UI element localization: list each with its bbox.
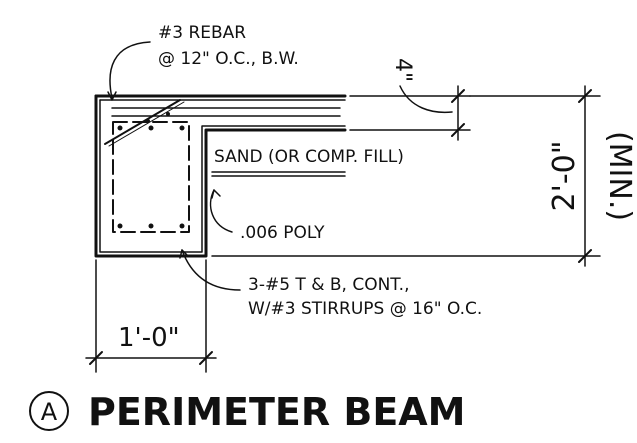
- rebar-label-line1: #3 REBAR: [158, 23, 246, 43]
- slab-thickness-label: 4": [390, 58, 415, 82]
- beam-depth-label: 2'-0": [547, 140, 582, 211]
- sand-fill-lines: [211, 171, 346, 177]
- beam-rebar-label-line1: 3-#5 T & B, CONT.,: [248, 275, 409, 295]
- rebar-label-line2: @ 12" O.C., B.W.: [158, 49, 299, 69]
- beam-width-label: 1'-0": [118, 323, 180, 353]
- detail-marker-circle: [29, 391, 69, 431]
- concrete-section: [94, 94, 347, 258]
- stirrup: [112, 121, 190, 233]
- slab-thickness-dimension: [349, 85, 471, 141]
- min-label: (MIN.): [602, 131, 637, 221]
- detail-title-text: PERIMETER BEAM: [88, 390, 466, 434]
- detail-marker-letter: A: [41, 398, 58, 426]
- beam-rebar-label-line2: W/#3 STIRRUPS @ 16" O.C.: [248, 299, 482, 319]
- poly-label: .006 POLY: [240, 223, 325, 243]
- leaders: [107, 41, 453, 291]
- rebar-dots: [117, 112, 185, 229]
- beam-depth-dimension: [211, 85, 601, 267]
- beam-width-dimension: [85, 259, 217, 373]
- detail-title: A PERIMETER BEAM: [29, 390, 466, 434]
- sand-label: SAND (OR COMP. FILL): [214, 147, 404, 167]
